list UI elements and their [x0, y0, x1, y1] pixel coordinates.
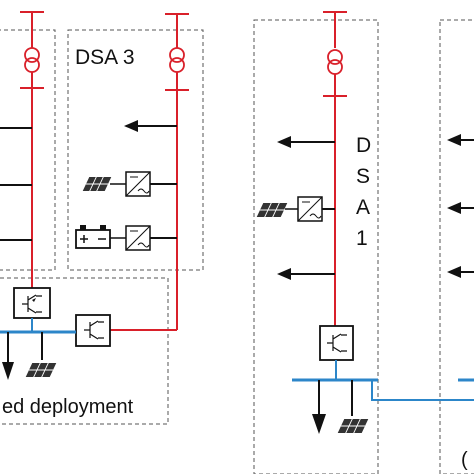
feeder-c	[323, 11, 347, 326]
dc-ac-converter-icon	[125, 225, 151, 251]
partial-caption: (	[461, 449, 468, 471]
feeder-a	[0, 11, 44, 288]
deployment-area	[0, 277, 169, 425]
power-converter-icon	[75, 314, 111, 347]
pv-panel-icon	[256, 203, 288, 217]
dsa1-letter-d: D	[356, 134, 371, 157]
dc-bus-link	[371, 380, 474, 401]
battery-icon	[75, 225, 111, 249]
ground-load-icon	[2, 332, 14, 380]
load-arrow-icon	[447, 134, 474, 146]
pv-panel-icon	[82, 177, 112, 191]
dsa3-area	[67, 29, 204, 271]
dsa-right-area	[439, 19, 474, 474]
dsa1-letter-s: S	[356, 165, 370, 188]
dsa1-letter-1: 1	[356, 227, 368, 250]
load-arrow-icon	[124, 120, 177, 132]
deployment-label: ed deployment	[2, 396, 134, 418]
ground-load-icon	[312, 380, 326, 434]
transformer-icon	[169, 47, 185, 73]
power-converter-icon	[319, 325, 354, 361]
power-converter-icon	[13, 287, 51, 319]
transformer-icon	[24, 47, 40, 73]
dsa1-letter-a: A	[356, 196, 370, 219]
dc-ac-converter-icon	[125, 171, 151, 197]
pv-panel-icon	[25, 363, 57, 377]
pv-panel-icon	[337, 419, 369, 433]
dsa2-area	[0, 29, 56, 271]
load-arrow-icon	[447, 266, 474, 278]
load-arrow-icon	[447, 202, 474, 214]
transformer-icon	[327, 49, 343, 75]
load-arrow-icon	[277, 136, 335, 148]
dsa1-area	[253, 19, 379, 474]
dsa3-label: DSA 3	[75, 46, 135, 69]
load-arrow-icon	[277, 268, 335, 280]
feeder-b	[110, 13, 189, 331]
dc-ac-converter-icon	[297, 196, 323, 222]
